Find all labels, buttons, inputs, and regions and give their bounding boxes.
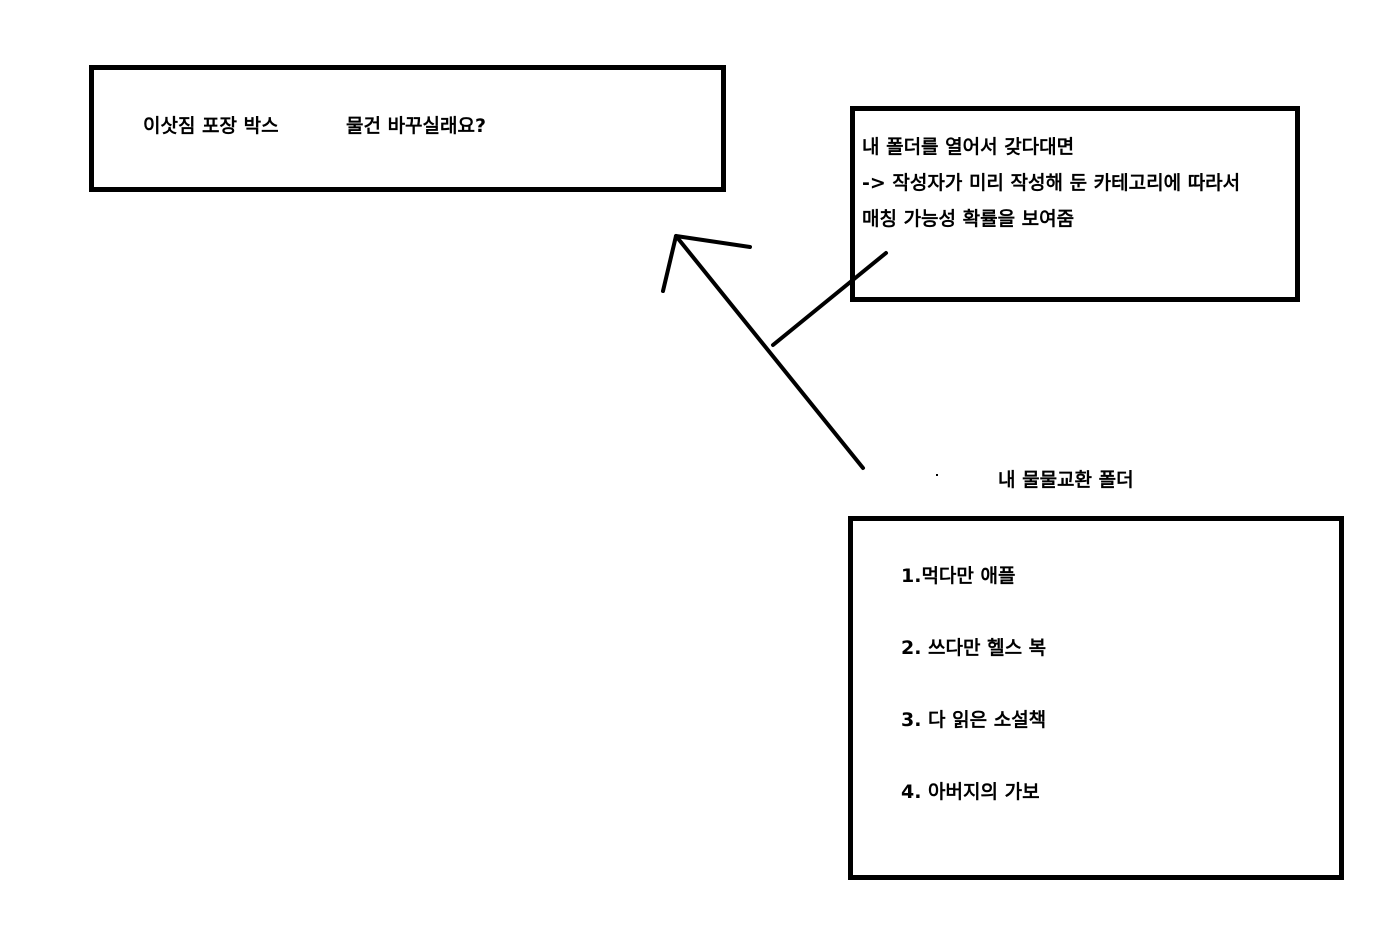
- note-line: -> 작성자가 미리 작성해 둔 카테고리에 따라서: [862, 172, 1241, 194]
- folder-box: [848, 516, 1344, 880]
- stray-dot: [936, 474, 938, 476]
- note-line: 내 폴더를 열어서 갖다대면: [862, 136, 1075, 158]
- folder-title: 내 물물교환 폴더: [998, 469, 1134, 491]
- listing-exchange-prompt: 물건 바꾸실래요?: [346, 115, 486, 137]
- note-line: 매칭 가능성 확률을 보여줌: [862, 208, 1075, 230]
- note-connector-line: [771, 251, 888, 347]
- folder-item: 2. 쓰다만 헬스 복: [901, 637, 1047, 659]
- note-box: [850, 106, 1300, 302]
- folder-item: 4. 아버지의 가보: [901, 781, 1040, 803]
- drag-arrow-shaft: [674, 234, 865, 470]
- folder-item: 1.먹다만 애플: [901, 565, 1016, 587]
- drag-arrow-head: [661, 234, 752, 293]
- listing-title: 이삿짐 포장 박스: [143, 115, 279, 137]
- folder-item: 3. 다 읽은 소설책: [901, 709, 1047, 731]
- listing-box: [89, 65, 726, 192]
